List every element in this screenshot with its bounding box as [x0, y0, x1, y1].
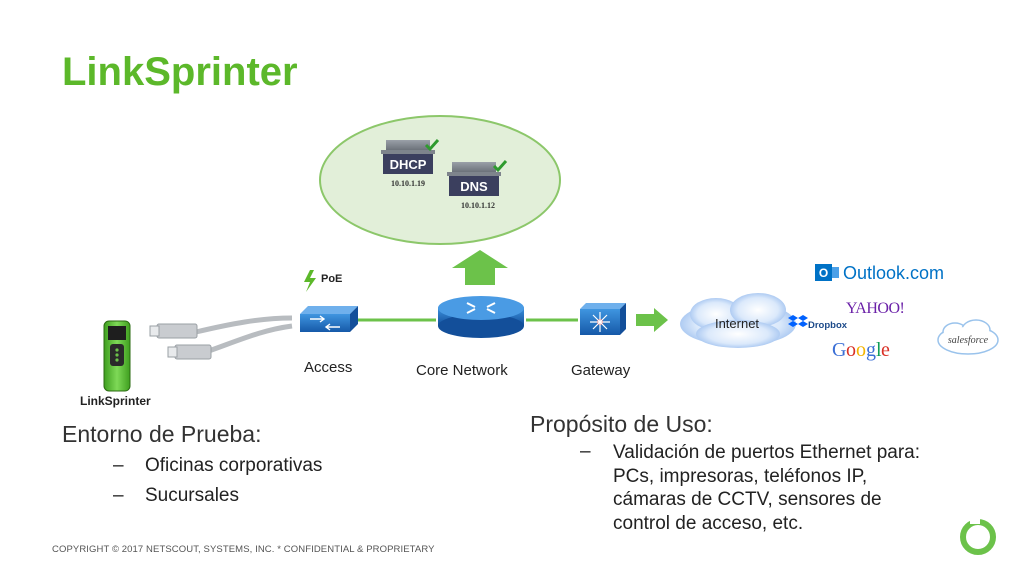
yahoo-logo: YAHOO!	[846, 300, 904, 317]
dns-label: DNS	[460, 179, 488, 194]
bullet-dash: –	[580, 441, 591, 462]
list-item-text: Oficinas corporativas	[145, 455, 323, 476]
svg-text:l: l	[876, 339, 882, 361]
dhcp-ip: 10.10.1.19	[391, 179, 425, 188]
lightning-icon	[304, 270, 316, 292]
dhcp-server-icon	[381, 140, 435, 174]
left-list-item: –Oficinas corporativas	[113, 455, 322, 477]
poe-label: PoE	[321, 273, 342, 285]
core-network-label: Core Network	[416, 362, 508, 379]
left-heading: Entorno de Prueba:	[62, 421, 262, 447]
linksprinter-device-icon	[103, 320, 131, 392]
left-list-item: –Sucursales	[113, 485, 239, 507]
svg-text:o: o	[856, 339, 866, 361]
dns-server-icon	[447, 162, 501, 196]
check-icon	[492, 160, 508, 173]
page-title: LinkSprinter	[62, 50, 298, 94]
list-item-text: Sucursales	[145, 485, 239, 506]
access-switch-icon	[300, 306, 358, 332]
check-icon	[424, 139, 440, 152]
svg-text:O: O	[819, 266, 828, 280]
right-arrow-icon	[636, 308, 668, 332]
list-item-line: control de acceso, etc.	[613, 512, 804, 534]
svg-text:e: e	[881, 339, 890, 361]
gateway-icon	[580, 303, 626, 335]
bullet-dash: –	[113, 455, 124, 476]
core-router-icon	[438, 296, 524, 338]
salesforce-label: salesforce	[948, 335, 989, 346]
list-item-line: PCs, impresoras, teléfonos IP,	[613, 465, 868, 487]
list-item-line: Validación de puertos Ethernet para:	[613, 442, 921, 463]
services-ellipse	[319, 115, 561, 245]
up-arrow-icon	[452, 250, 508, 285]
right-heading: Propósito de Uso:	[530, 411, 713, 437]
internet-label: Internet	[715, 316, 759, 331]
list-item-line: cámaras de CCTV, sensores de	[613, 489, 882, 510]
dropbox-label: Dropbox	[808, 320, 848, 331]
ethernet-cable-icon	[149, 315, 293, 360]
device-label: LinkSprinter	[80, 394, 151, 408]
gateway-label: Gateway	[571, 362, 631, 379]
dns-ip: 10.10.1.12	[461, 201, 495, 210]
svg-text:G: G	[832, 339, 846, 361]
copyright-footer: COPYRIGHT © 2017 NETSCOUT, SYSTEMS, INC.…	[52, 544, 435, 555]
outlook-label: Outlook.com	[843, 263, 944, 283]
internet-cloud-icon	[680, 293, 796, 348]
svg-text:g: g	[866, 339, 876, 361]
salesforce-logo	[937, 319, 999, 355]
netscout-logo	[960, 516, 996, 555]
bullet-dash: –	[113, 485, 124, 506]
svg-text:o: o	[846, 339, 856, 361]
dropbox-icon	[788, 315, 808, 327]
outlook-logo: O	[815, 264, 839, 281]
dhcp-label: DHCP	[390, 157, 427, 172]
access-label: Access	[304, 359, 353, 376]
right-list-item: Validación de puertos Ethernet para: PCs…	[613, 441, 920, 535]
google-logo: G o o g l e	[832, 339, 890, 361]
